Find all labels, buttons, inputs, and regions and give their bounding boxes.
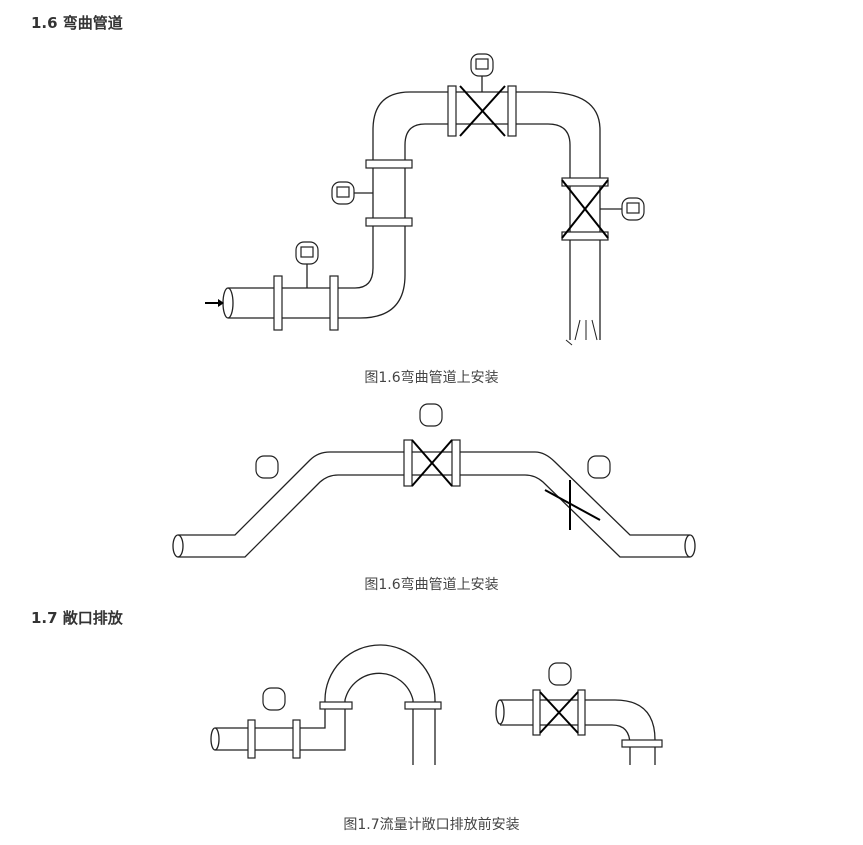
- figure-caption-1-6a: 图1.6弯曲管道上安装: [364, 370, 499, 386]
- flowmeter-icon: [331, 181, 373, 205]
- section-heading-1-6: 1.6 弯曲管道: [31, 14, 123, 32]
- diagram-bent-pipe-vertical: [205, 53, 645, 346]
- diagram-open-discharge: [210, 644, 663, 765]
- figure-caption-1-7: 图1.7流量计敞口排放前安装: [343, 817, 520, 833]
- section-heading-1-7: 1.7 敞口排放: [31, 609, 123, 627]
- flowmeter-icon: [262, 687, 286, 711]
- figure-caption-1-6b: 图1.6弯曲管道上安装: [364, 577, 499, 593]
- flow-arrow-icon: [205, 299, 224, 307]
- diagram-bent-pipe-diagonal: [172, 403, 696, 558]
- flowmeter-icon: [255, 455, 279, 479]
- flowmeter-icon: [600, 197, 645, 221]
- flowmeter-icon: [419, 403, 443, 427]
- flowmeter-icon: [470, 53, 494, 92]
- flowmeter-icon: [548, 662, 572, 686]
- flowmeter-icon: [295, 241, 319, 288]
- flowmeter-icon: [587, 455, 611, 479]
